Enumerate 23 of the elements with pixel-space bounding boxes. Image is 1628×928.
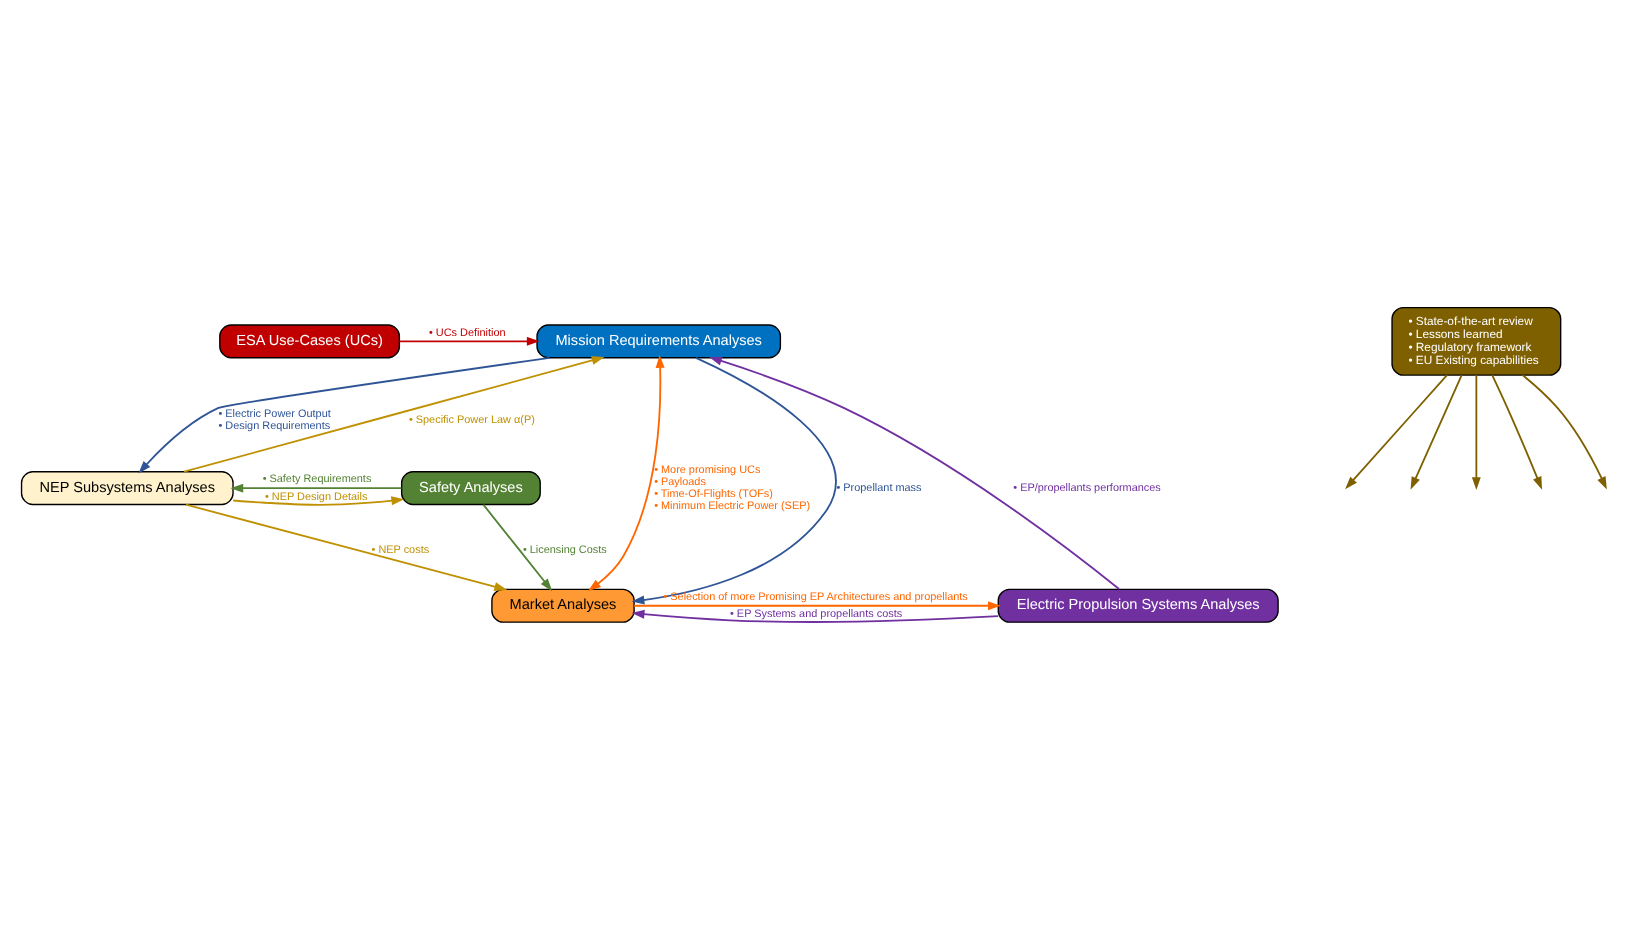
arrow	[709, 355, 1120, 589]
node-box: Safety Analyses	[400, 470, 541, 505]
node-box: Electric Propulsion Systems Analyses	[997, 587, 1279, 622]
arrow	[138, 355, 551, 473]
arrow	[1491, 373, 1543, 489]
node-box: NEP Subsystems Analyses	[20, 470, 234, 505]
arrow	[482, 502, 553, 591]
arrow	[1410, 373, 1463, 489]
arrow	[588, 354, 665, 590]
arrow	[230, 482, 403, 492]
arrow	[1345, 373, 1448, 489]
arrow	[631, 608, 1000, 622]
arrow	[398, 335, 540, 345]
arrow	[631, 355, 837, 604]
node-box: Market Analyses	[491, 587, 635, 622]
node-box: Mission Requirements Analyses	[536, 323, 782, 358]
arrow	[1521, 373, 1607, 489]
arrow	[633, 600, 1001, 610]
arrow	[232, 495, 405, 505]
arrow	[1471, 373, 1481, 489]
node-box: ESA Use-Cases (UCs)	[219, 323, 401, 358]
arrow	[183, 355, 605, 472]
arrow	[185, 502, 508, 590]
